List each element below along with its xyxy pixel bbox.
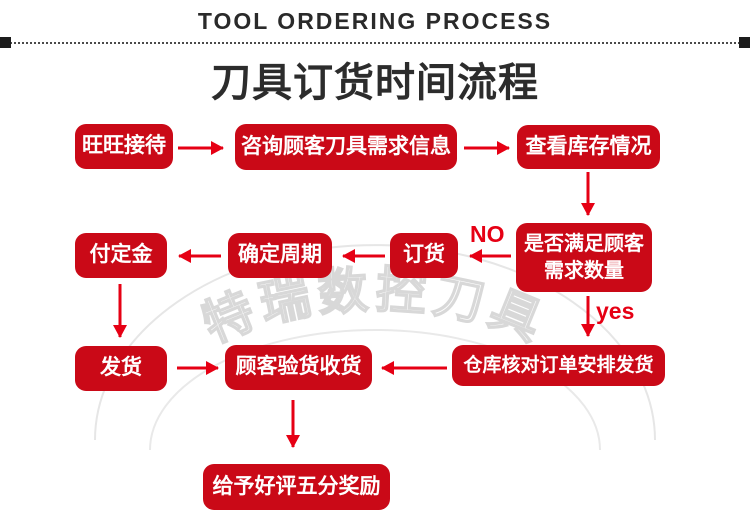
flow-node-five-star-review-reward: 给予好评五分奖励 bbox=[203, 464, 390, 510]
node-label: 查看库存情况 bbox=[525, 134, 652, 158]
dotted-divider bbox=[10, 42, 740, 44]
page-title: 刀具订货时间流程 bbox=[211, 61, 539, 105]
flow-node-confirm-leadtime: 确定周期 bbox=[228, 233, 332, 278]
node-label: 付定金 bbox=[89, 243, 153, 267]
flow-node-ship-goods: 发货 bbox=[75, 346, 167, 391]
watermark-inner-arc bbox=[149, 329, 601, 451]
node-label: 咨询顾客刀具需求信息 bbox=[241, 134, 451, 158]
divider-endcap-right bbox=[739, 37, 750, 48]
node-label-line2: 需求数量 bbox=[544, 259, 624, 282]
node-label: 给予好评五分奖励 bbox=[212, 474, 381, 498]
flow-node-consult-customer-needs: 咨询顾客刀具需求信息 bbox=[235, 124, 457, 170]
flow-node-warehouse-verify-ship: 仓库核对订单安排发货 bbox=[452, 345, 665, 386]
branch-label-no: NO bbox=[470, 221, 505, 247]
node-label: 顾客验货收货 bbox=[235, 355, 362, 379]
flow-node-check-inventory: 查看库存情况 bbox=[517, 125, 660, 169]
flow-node-place-order: 订货 bbox=[390, 233, 458, 278]
branch-label-yes: yes bbox=[596, 298, 635, 324]
node-label-line1: 是否满足顾客 bbox=[524, 232, 644, 255]
divider-endcap-left bbox=[0, 37, 11, 48]
node-label: 旺旺接待 bbox=[82, 134, 166, 158]
node-label: 确定周期 bbox=[238, 243, 322, 267]
flow-node-satisfy-demand-decision: 是否满足顾客 需求数量 bbox=[516, 223, 652, 292]
header-english-title: TOOL ORDERING PROCESS bbox=[197, 8, 553, 34]
flow-node-customer-inspect-receive: 顾客验货收货 bbox=[225, 345, 372, 390]
node-label: 订货 bbox=[403, 243, 445, 267]
node-label: 发货 bbox=[100, 356, 142, 380]
node-label: 仓库核对订单安排发货 bbox=[463, 354, 654, 376]
flow-node-wangwang-reception: 旺旺接待 bbox=[75, 124, 173, 169]
flow-node-pay-deposit: 付定金 bbox=[75, 233, 167, 278]
